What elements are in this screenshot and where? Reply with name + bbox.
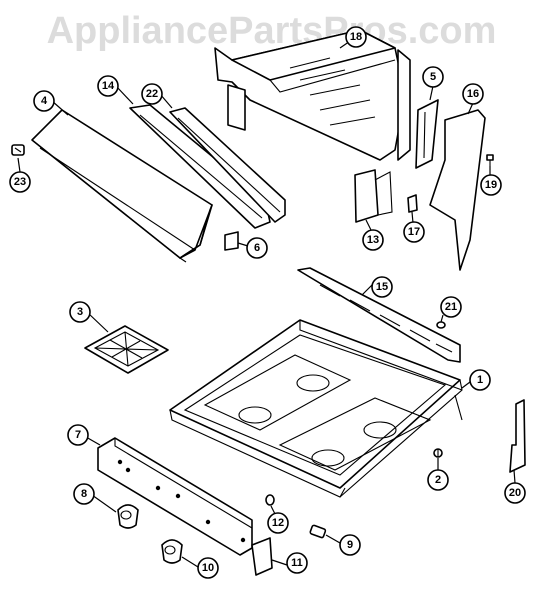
svg-text:12: 12 xyxy=(272,517,284,529)
svg-text:9: 9 xyxy=(347,539,353,551)
callout-17: 17 xyxy=(403,221,425,243)
svg-text:14: 14 xyxy=(102,80,115,92)
callout-9: 9 xyxy=(339,534,361,556)
svg-text:20: 20 xyxy=(509,487,521,499)
svg-text:19: 19 xyxy=(485,179,497,191)
svg-text:1: 1 xyxy=(477,374,483,386)
spring-clip-12 xyxy=(265,494,275,506)
callout-10: 10 xyxy=(197,557,219,579)
clip-23 xyxy=(11,144,25,156)
svg-text:15: 15 xyxy=(376,281,388,293)
svg-text:13: 13 xyxy=(367,234,379,246)
watermark: AppliancePartsPros.com xyxy=(46,10,497,52)
svg-text:11: 11 xyxy=(291,557,303,569)
callout-1: 1 xyxy=(469,369,491,391)
trim-strip-22 xyxy=(169,107,286,223)
callout-15: 15 xyxy=(371,276,393,298)
svg-text:21: 21 xyxy=(445,301,457,313)
svg-text:6: 6 xyxy=(254,242,260,254)
mounting-bracket-13 xyxy=(354,169,393,223)
bezel-11 xyxy=(251,537,273,576)
svg-text:4: 4 xyxy=(41,95,48,107)
callout-12: 12 xyxy=(267,512,289,534)
svg-text:5: 5 xyxy=(430,71,436,83)
svg-text:18: 18 xyxy=(350,31,362,43)
right-side-panel xyxy=(429,109,486,271)
screw-21 xyxy=(436,321,446,329)
svg-text:2: 2 xyxy=(435,474,441,486)
callout-16: 16 xyxy=(462,83,484,105)
backguard-panel xyxy=(214,29,411,161)
callout-2: 2 xyxy=(427,469,449,491)
callout-3: 3 xyxy=(69,301,91,323)
svg-text:7: 7 xyxy=(75,429,81,441)
knob-10 xyxy=(161,539,183,564)
callout-14: 14 xyxy=(97,75,119,97)
callout-5: 5 xyxy=(422,66,444,88)
callout-11: 11 xyxy=(286,552,308,574)
clip-17 xyxy=(407,194,418,213)
svg-text:3: 3 xyxy=(77,306,83,318)
svg-text:10: 10 xyxy=(202,562,214,574)
callout-21: 21 xyxy=(440,296,462,318)
callout-19: 19 xyxy=(480,174,502,196)
callout-13: 13 xyxy=(362,229,384,251)
callout-8: 8 xyxy=(73,483,95,505)
callout-23: 23 xyxy=(9,171,31,193)
screw-2 xyxy=(433,448,443,458)
callout-7: 7 xyxy=(67,424,89,446)
svg-text:16: 16 xyxy=(467,88,479,100)
side-bracket xyxy=(415,99,439,169)
connector-9 xyxy=(309,524,327,539)
callout-22: 22 xyxy=(141,83,163,105)
screw-19 xyxy=(486,154,494,166)
bracket-6 xyxy=(224,231,239,251)
cooktop-main-top xyxy=(169,319,463,498)
front-trim-panel xyxy=(31,109,213,263)
vent-strip-15 xyxy=(297,267,461,363)
burner-grate xyxy=(84,325,169,374)
knob-8 xyxy=(117,504,139,529)
callout-4: 4 xyxy=(33,90,55,112)
callout-18: 18 xyxy=(345,26,367,48)
svg-text:17: 17 xyxy=(408,226,420,238)
svg-text:22: 22 xyxy=(146,88,158,100)
svg-text:8: 8 xyxy=(81,488,87,500)
side-trim-20 xyxy=(509,399,526,473)
leader-lines xyxy=(17,36,516,568)
svg-text:23: 23 xyxy=(14,176,26,188)
control-panel-manifold xyxy=(97,437,253,556)
callout-20: 20 xyxy=(504,482,526,504)
callout-6: 6 xyxy=(246,237,268,259)
